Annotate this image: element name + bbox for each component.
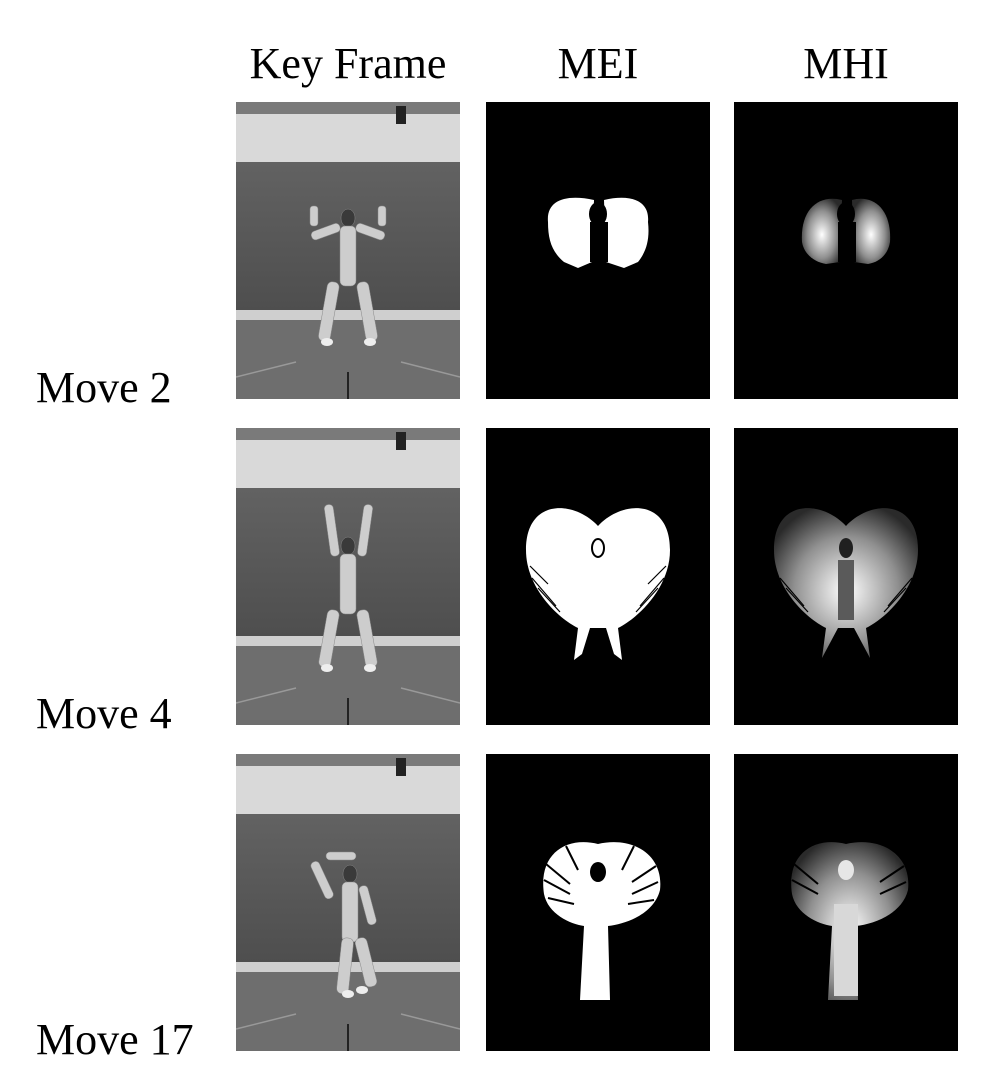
mhi-image-move-17 — [734, 754, 958, 1051]
mhi-image-move-4 — [734, 428, 958, 725]
mei-image-move-4 — [486, 428, 710, 725]
key-frame-image-move-17 — [236, 754, 460, 1051]
mei-image-move-17 — [486, 754, 710, 1051]
key-frame-image-move-2 — [236, 102, 460, 399]
row-label-move-4: Move 4 — [36, 689, 172, 738]
column-header-mei: MEI — [557, 39, 639, 88]
row-label-move-17: Move 17 — [36, 1015, 194, 1064]
column-header-mhi: MHI — [803, 39, 889, 88]
column-header-key-frame: Key Frame — [249, 39, 447, 88]
mei-image-move-2 — [486, 102, 710, 399]
key-frame-image-move-4 — [236, 428, 460, 725]
row-label-move-2: Move 2 — [36, 363, 172, 412]
mhi-image-move-2 — [734, 102, 958, 399]
